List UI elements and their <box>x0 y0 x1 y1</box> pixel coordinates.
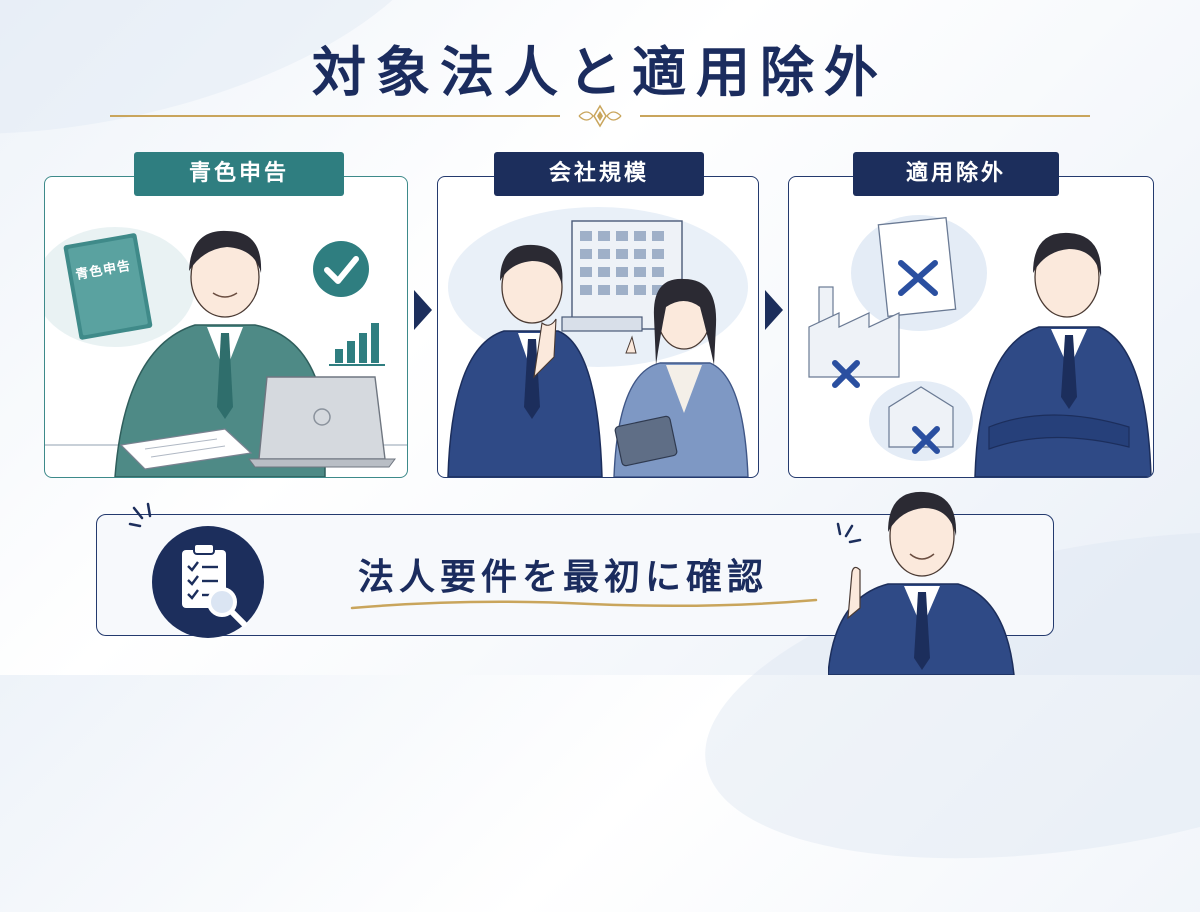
notebook-icon <box>119 428 253 470</box>
businessman-thinking-figure <box>447 244 603 477</box>
arrow-right-icon-2 <box>765 290 783 330</box>
factory-x-icon <box>808 286 900 388</box>
panel-blue-return-illustration <box>45 227 407 477</box>
sparkle-lines-icon <box>128 502 152 528</box>
book-icon <box>63 233 153 340</box>
callout-text: 法人要件を最初に確認 <box>358 556 769 598</box>
title-divider <box>110 104 1090 128</box>
laptop-icon <box>248 376 396 468</box>
callout-underline <box>350 598 818 610</box>
businessman-arms-crossed-figure <box>974 232 1152 477</box>
ornament-icon <box>578 104 622 128</box>
businesswoman-figure <box>613 278 749 477</box>
page-title: 対象法人と適用除外 <box>312 40 888 104</box>
warehouse-x-icon <box>869 381 973 461</box>
sparkle-lines-icon-2 <box>836 522 862 544</box>
panel-exclusion-illustration <box>808 215 1152 477</box>
panel-company-size <box>437 176 759 478</box>
tag-blue-return: 青色申告 <box>134 152 344 196</box>
divider-line-left <box>110 115 560 117</box>
tag-exclusion: 適用除外 <box>853 152 1059 196</box>
checklist-badge <box>152 526 264 638</box>
panel-company-size-illustration <box>447 207 749 477</box>
businessman-pointing-figure <box>828 491 1015 675</box>
divider-line-right <box>640 115 1090 117</box>
arrow-right-icon <box>414 290 432 330</box>
tag-company-size: 会社規模 <box>494 152 704 196</box>
panel-exclusion <box>788 176 1154 478</box>
bar-chart-icon <box>329 323 385 366</box>
document-x-icon <box>851 215 987 331</box>
check-icon <box>313 241 369 297</box>
checklist-magnifier-icon <box>182 543 247 627</box>
panel-blue-return: 青色申告 <box>44 176 408 478</box>
